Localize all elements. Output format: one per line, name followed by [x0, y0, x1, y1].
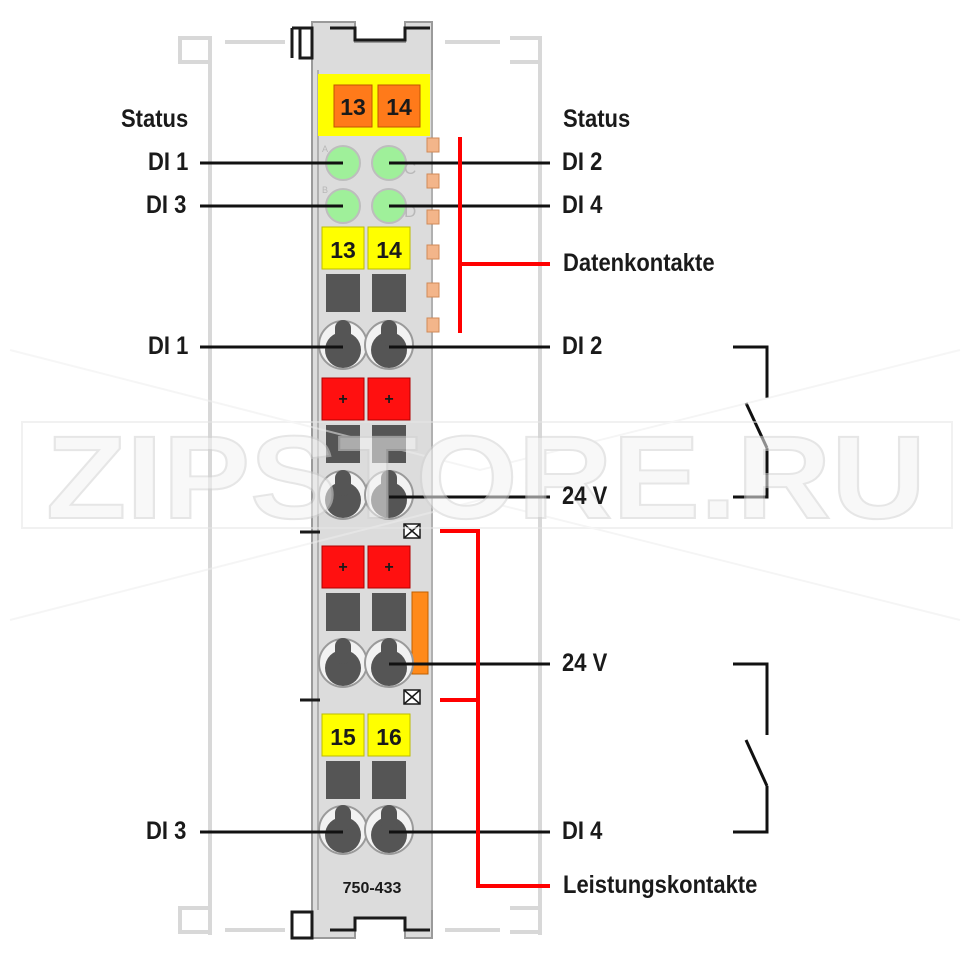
terminal-group-2: + + — [318, 377, 414, 520]
marker-16: 16 — [376, 724, 402, 750]
terminal-label-di3: DI 3 — [146, 817, 187, 845]
switch-symbol-bottom — [733, 662, 769, 834]
supply-label-24v-top: 24 V — [562, 482, 608, 510]
power-contact-orange — [411, 591, 429, 675]
terminal-label-di1: DI 1 — [148, 332, 189, 360]
led-label-di1: DI 1 — [148, 148, 189, 176]
plus-sign-3: + — [338, 559, 347, 576]
data-contacts — [426, 137, 440, 333]
leader-lines — [200, 161, 550, 834]
rail-outline — [178, 36, 542, 935]
supply-label-24v-bottom: 24 V — [562, 649, 608, 677]
status-label-right: Status — [563, 105, 631, 133]
switch-symbol-top — [733, 345, 769, 499]
top-marker-left: 13 — [340, 94, 366, 120]
watermark-text: ZIPSTORE.RU — [46, 412, 926, 544]
clamp-24v-d — [364, 638, 414, 688]
status-label-left: Status — [121, 105, 189, 133]
watermark: ZIPSTORE.RU — [9, 349, 961, 621]
power-contacts-label: Leistungskontakte — [563, 871, 758, 899]
clamp-di1 — [318, 320, 368, 370]
terminal-label-di2: DI 2 — [562, 332, 603, 360]
led-label-di2: DI 2 — [562, 148, 603, 176]
power-contact-clip-bottom — [403, 689, 421, 705]
data-contacts-bracket — [458, 137, 550, 333]
clamp-24v-b — [364, 470, 414, 520]
terminal-group-4: 15 16 — [318, 713, 414, 855]
plus-sign-1: + — [338, 391, 347, 408]
plus-sign-2: + — [384, 391, 393, 408]
part-number: 750-433 — [343, 880, 402, 897]
plus-sign-4: + — [384, 559, 393, 576]
clamp-di3 — [318, 805, 368, 855]
terminal-group-1: 13 14 — [318, 226, 414, 370]
data-contacts-label: Datenkontakte — [563, 249, 715, 277]
led-label-di4: DI 4 — [562, 191, 603, 219]
led-label-di3: DI 3 — [146, 191, 187, 219]
led-letter-b: B — [322, 185, 328, 195]
top-marker-carrier: 13 14 — [318, 74, 430, 136]
clamp-24v-a — [318, 470, 368, 520]
top-marker-right: 14 — [386, 94, 412, 120]
marker-14: 14 — [376, 237, 402, 263]
terminal-label-di4: DI 4 — [562, 817, 603, 845]
clamp-24v-c — [318, 638, 368, 688]
clamp-di2 — [364, 320, 414, 370]
clamp-di4 — [364, 805, 414, 855]
terminal-group-3: + + — [318, 545, 429, 688]
power-contacts-bracket — [440, 529, 550, 888]
marker-13: 13 — [330, 237, 356, 263]
led-letter-a: A — [322, 144, 328, 154]
marker-15: 15 — [330, 724, 356, 750]
